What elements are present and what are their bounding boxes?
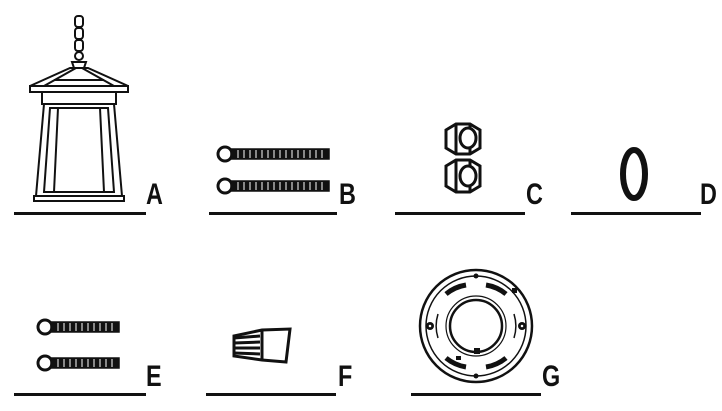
o-ring-icon	[620, 147, 648, 201]
part-b-underline	[209, 212, 337, 215]
part-d	[614, 144, 654, 204]
short-screws-icon	[36, 318, 120, 372]
part-a-underline	[14, 212, 146, 215]
hex-nuts-icon	[444, 122, 482, 194]
part-g-label: G	[542, 360, 561, 393]
part-d-underline	[571, 212, 701, 215]
mounting-plate-icon	[418, 268, 534, 384]
part-a-label: A	[146, 178, 163, 211]
part-f-underline	[206, 393, 336, 396]
part-d-label: D	[700, 178, 717, 211]
part-b	[216, 142, 332, 200]
part-f-label: F	[338, 360, 353, 393]
part-e-underline	[14, 393, 146, 396]
part-f	[228, 326, 294, 366]
part-a	[24, 14, 144, 204]
part-g-underline	[411, 393, 541, 396]
part-c	[438, 120, 488, 200]
wire-nut-icon	[232, 327, 292, 364]
part-e	[36, 316, 126, 374]
part-c-underline	[395, 212, 525, 215]
part-c-label: C	[526, 178, 543, 211]
part-g	[416, 266, 536, 386]
part-b-label: B	[339, 178, 356, 211]
part-e-label: E	[146, 360, 162, 393]
lantern-icon	[29, 15, 129, 202]
long-screws-icon	[216, 145, 330, 195]
